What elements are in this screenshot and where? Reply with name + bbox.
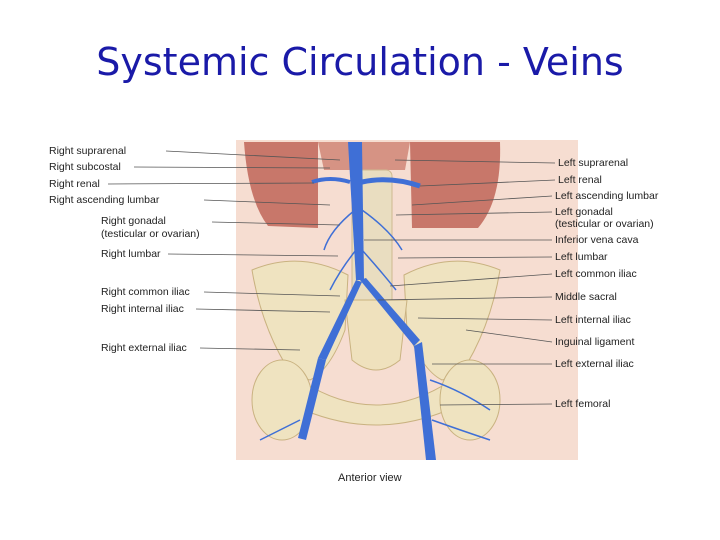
label-left-femoral: Left femoral bbox=[555, 398, 611, 410]
label-inferior-vena-cava: Inferior vena cava bbox=[555, 234, 639, 246]
slide-title: Systemic Circulation - Veins bbox=[96, 40, 624, 84]
muscle-right bbox=[410, 142, 501, 228]
inferior-vena-cava bbox=[348, 142, 364, 280]
label-right-common-iliac: Right common iliac bbox=[101, 286, 190, 298]
leader-lines-left bbox=[107, 150, 341, 351]
label-left-gonadal-note: (testicular or ovarian) bbox=[555, 218, 654, 230]
left-renal-vein bbox=[361, 177, 421, 189]
label-left-suprarenal: Left suprarenal bbox=[558, 157, 629, 169]
label-right-external-iliac: Right external iliac bbox=[101, 342, 187, 354]
small-vein-branches bbox=[259, 209, 491, 441]
leader-lines-right bbox=[364, 159, 556, 406]
label-left-common-iliac: Left common iliac bbox=[555, 268, 637, 280]
label-left-renal: Left renal bbox=[558, 174, 602, 186]
label-left-external-iliac: Left external iliac bbox=[555, 358, 634, 370]
muscle-center bbox=[318, 142, 410, 170]
right-external-iliac-vein bbox=[298, 358, 326, 440]
label-right-internal-iliac: Right internal iliac bbox=[101, 303, 184, 315]
label-left-gonadal: Left gonadal bbox=[555, 206, 613, 218]
label-right-ascending-lumbar: Right ascending lumbar bbox=[49, 194, 160, 206]
label-inguinal-ligament: Inguinal ligament bbox=[555, 336, 635, 348]
label-right-gonadal-note: (testicular or ovarian) bbox=[101, 228, 200, 240]
muscle-left bbox=[244, 142, 318, 228]
left-common-iliac-vein bbox=[360, 278, 420, 346]
sacrum bbox=[344, 299, 408, 371]
right-renal-vein bbox=[311, 177, 351, 184]
label-middle-sacral: Middle sacral bbox=[555, 291, 617, 303]
label-left-lumbar: Left lumbar bbox=[555, 251, 608, 263]
label-right-gonadal: Right gonadal bbox=[101, 215, 166, 227]
femur-right bbox=[439, 359, 501, 441]
label-right-lumbar: Right lumbar bbox=[101, 248, 161, 260]
right-common-iliac-vein bbox=[318, 280, 362, 360]
label-right-suprarenal: Right suprarenal bbox=[49, 145, 127, 157]
label-right-subcostal: Right subcostal bbox=[49, 161, 121, 173]
view-caption: Anterior view bbox=[338, 472, 402, 484]
left-external-iliac-vein bbox=[414, 342, 436, 460]
label-left-ascending-lumbar: Left ascending lumbar bbox=[555, 190, 659, 202]
label-right-renal: Right renal bbox=[49, 178, 100, 190]
label-left-internal-iliac: Left internal iliac bbox=[555, 314, 631, 326]
